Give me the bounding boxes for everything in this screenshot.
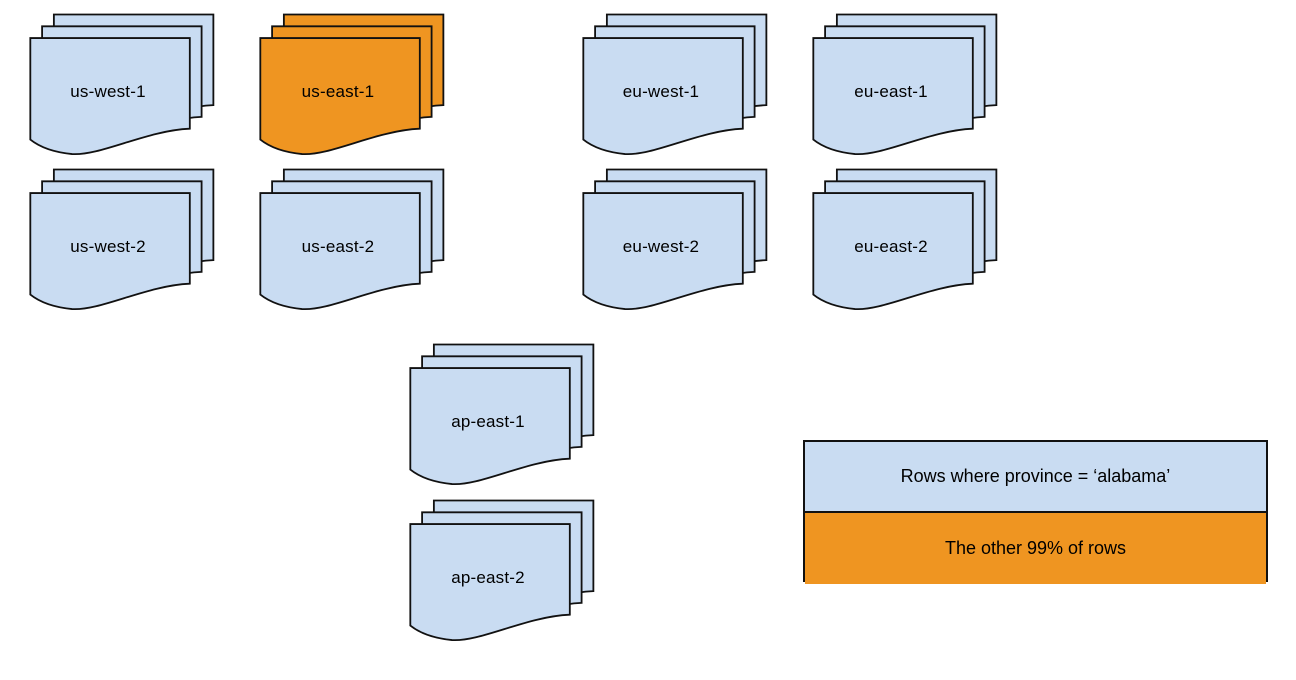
document-card-front <box>582 37 744 155</box>
legend-swatch-legend-orange: The other 99% of rows <box>805 513 1266 584</box>
document-card-front <box>409 523 571 641</box>
document-card-front <box>812 192 974 310</box>
document-card-front <box>409 367 571 485</box>
document-stack-shape <box>259 168 445 310</box>
legend-label-legend-blue: Rows where province = ‘alabama’ <box>900 466 1171 486</box>
region-stack-eu-west-1[interactable]: eu-west-1 <box>573 0 793 155</box>
region-stack-us-west-2[interactable]: us-west-2 <box>20 155 240 310</box>
document-card-front <box>582 192 744 310</box>
region-stack-us-east-1[interactable]: us-east-1 <box>250 0 470 155</box>
document-stack-shape <box>812 168 998 310</box>
document-card-front <box>812 37 974 155</box>
region-stack-eu-west-2[interactable]: eu-west-2 <box>573 155 793 310</box>
region-stack-us-west-1[interactable]: us-west-1 <box>20 0 240 155</box>
document-card-front <box>29 37 191 155</box>
document-stack-shape <box>259 13 445 155</box>
document-stack-shape <box>409 343 595 485</box>
document-stack-shape <box>409 499 595 641</box>
document-stack-shape <box>812 13 998 155</box>
legend-label-legend-orange: The other 99% of rows <box>944 538 1127 558</box>
region-stack-eu-east-2[interactable]: eu-east-2 <box>803 155 1023 310</box>
document-card-front <box>29 192 191 310</box>
region-stack-ap-east-1[interactable]: ap-east-1 <box>400 330 620 485</box>
region-stack-us-east-2[interactable]: us-east-2 <box>250 155 470 310</box>
region-stack-eu-east-1[interactable]: eu-east-1 <box>803 0 1023 155</box>
document-stack-shape <box>29 168 215 310</box>
document-stack-shape <box>29 13 215 155</box>
document-card-front <box>259 192 421 310</box>
document-stack-shape <box>582 13 768 155</box>
document-card-front <box>259 37 421 155</box>
region-stack-ap-east-2[interactable]: ap-east-2 <box>400 486 620 641</box>
legend-swatch-legend-blue: Rows where province = ‘alabama’ <box>805 442 1266 513</box>
document-stack-shape <box>582 168 768 310</box>
legend: Rows where province = ‘alabama’ The other… <box>803 440 1268 584</box>
